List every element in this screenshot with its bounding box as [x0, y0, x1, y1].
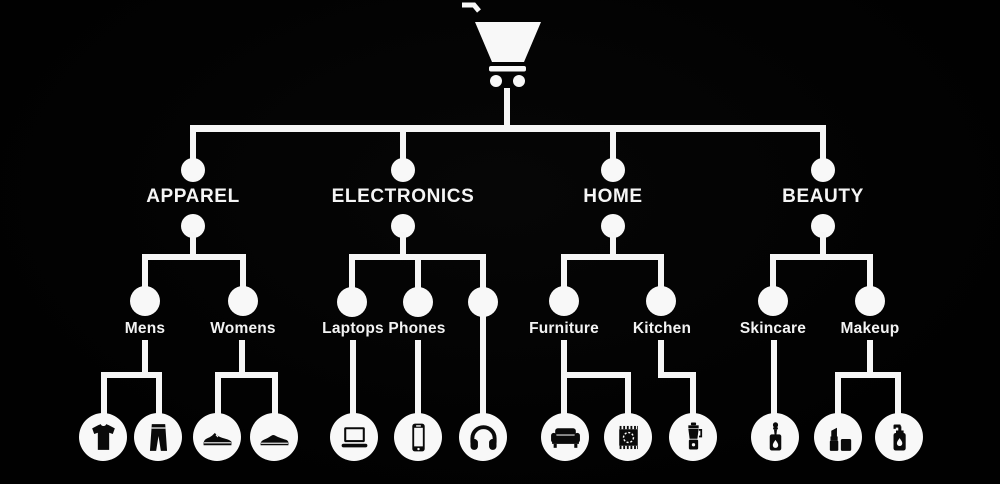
subcategory-label-mens: Mens [124, 320, 166, 337]
leaf-item-pump-bottle [875, 413, 923, 461]
node-womens [228, 286, 258, 316]
connector-line [239, 340, 245, 375]
connector-line [101, 372, 162, 378]
node-electronics [391, 158, 415, 182]
connector-line [867, 254, 873, 290]
connector-line [480, 254, 486, 290]
node-mens [130, 286, 160, 316]
connector-line [835, 372, 841, 417]
jeans-icon [149, 423, 167, 451]
leaf-item-sofa [541, 413, 589, 461]
connector-line [835, 372, 901, 378]
connector-line [142, 254, 246, 260]
node-kitchen [646, 286, 676, 316]
subcategory-label-womens: Womens [210, 320, 276, 337]
connector-line [561, 254, 664, 260]
node-furniture [549, 286, 579, 316]
connector-line [895, 372, 901, 417]
connector-line [215, 372, 221, 417]
connector-line [349, 254, 355, 290]
leaf-item-jeans [134, 413, 182, 461]
connector-line [610, 232, 616, 258]
node-phones [403, 287, 433, 317]
leaf-item-rug [604, 413, 652, 461]
connector-line [561, 372, 631, 378]
headphones-icon [469, 424, 497, 450]
connector-line [690, 372, 696, 417]
connector-line [658, 340, 664, 375]
connector-line [415, 340, 421, 417]
leaf-item-laptop [330, 413, 378, 461]
connector-line [480, 310, 486, 417]
leaf-item-smartphone [394, 413, 442, 461]
subcategory-label-furniture: Furniture [529, 320, 599, 337]
category-label-beauty: BEAUTY [782, 186, 864, 207]
connector-line [415, 254, 421, 290]
sneaker-icon [203, 432, 231, 445]
tshirt-icon [91, 423, 115, 450]
dropper-bottle-icon [769, 421, 781, 450]
connector-line [101, 372, 107, 417]
leaf-item-blender [669, 413, 717, 461]
rug-icon [618, 425, 638, 449]
node-skincare [758, 286, 788, 316]
subcategory-label-kitchen: Kitchen [632, 320, 692, 337]
node-home [601, 158, 625, 182]
leaf-item-sneaker [193, 413, 241, 461]
running-shoe-icon [260, 434, 288, 445]
connector-line [240, 254, 246, 290]
subcategory-label-laptops: Laptops [322, 320, 384, 337]
leaf-item-dropper-bottle [751, 413, 799, 461]
connector-line [561, 340, 567, 417]
connector-line [504, 88, 510, 128]
smartphone-icon [411, 423, 425, 451]
connector-line [610, 125, 616, 163]
sofa-icon [550, 427, 580, 448]
connector-line [658, 254, 664, 290]
connector-line [190, 125, 196, 163]
node-apparel [181, 158, 205, 182]
connector-line [771, 340, 777, 417]
connector-line [400, 232, 406, 258]
connector-line [215, 372, 278, 378]
connector-line [190, 232, 196, 258]
subcategory-label-skincare: Skincare [739, 320, 807, 337]
lipstick-icon [829, 427, 851, 451]
connector-line [272, 372, 278, 417]
connector-line [142, 340, 148, 375]
connector-line [770, 254, 873, 260]
category-label-apparel: APPAREL [146, 186, 240, 207]
leaf-item-headphones [459, 413, 507, 461]
connector-line [350, 340, 356, 417]
leaf-item-running-shoe [250, 413, 298, 461]
connector-line [820, 125, 826, 163]
connector-line [867, 340, 873, 375]
blender-icon [687, 422, 702, 449]
connector-line [142, 254, 148, 290]
node-laptops [337, 287, 367, 317]
category-label-electronics: ELECTRONICS [331, 186, 475, 207]
subcategory-label-phones: Phones [388, 320, 446, 337]
connector-line [820, 232, 826, 258]
laptop-icon [341, 426, 367, 447]
leaf-item-lipstick [814, 413, 862, 461]
node-makeup [855, 286, 885, 316]
connector-line [658, 372, 696, 378]
node-beauty [811, 158, 835, 182]
connector-line [625, 372, 631, 417]
pump-bottle-icon [893, 424, 906, 450]
connector-line [156, 372, 162, 417]
connector-line [400, 125, 406, 163]
connector-line [190, 125, 826, 132]
connector-line [770, 254, 776, 290]
connector-line [561, 254, 567, 290]
shopping-cart-icon [462, 2, 541, 87]
leaf-item-tshirt [79, 413, 127, 461]
category-label-home: HOME [583, 186, 643, 207]
subcategory-label-makeup: Makeup [840, 320, 900, 337]
